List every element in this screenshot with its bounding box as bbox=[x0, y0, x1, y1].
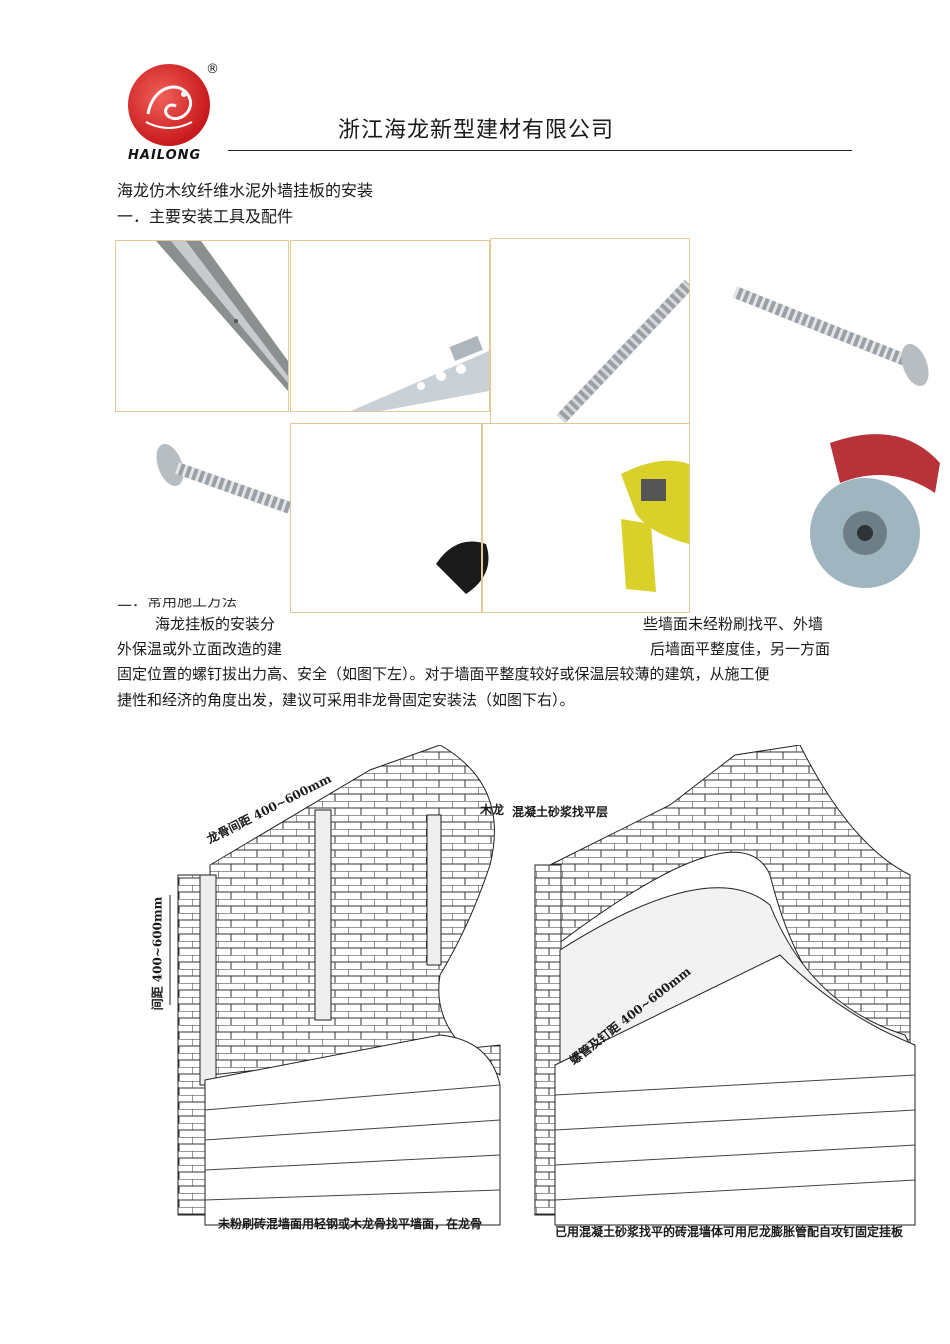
label-mortar-layer: 混凝土砂浆找平层 bbox=[512, 805, 609, 819]
document-title: 海龙仿木纹纤维水泥外墙挂板的安装 bbox=[117, 181, 374, 200]
label-wood-keel: 木龙 bbox=[480, 803, 505, 817]
para-line2-right: 后墙面平整度佳，另一方面 bbox=[650, 640, 831, 658]
photo-drill-panel bbox=[290, 423, 690, 613]
para-line3: 固定位置的螺钉拔出力高、安全（如图下左）。对于墙面平整度较好或保温层较薄的建筑，… bbox=[117, 665, 770, 683]
caption-left-diagram: 未粉刷砖混墙面用轻钢或木龙骨找平墙面，在龙骨 bbox=[218, 1217, 483, 1231]
para-line1-right: 些墙面未经粉刷找平、外墙 bbox=[643, 615, 824, 633]
company-name: 浙江海龙新型建材有限公司 bbox=[338, 118, 615, 143]
photo-screw-1 bbox=[490, 238, 690, 425]
photo-screw-3 bbox=[115, 423, 290, 593]
caption-right-diagram: 已用混凝土砂浆找平的砖混墙体可用尼龙膨胀管配自攻钉固定挂板 bbox=[555, 1225, 904, 1239]
para-line2-left: 外保温或外立面改造的建 bbox=[117, 640, 283, 658]
dragon-emblem-icon bbox=[128, 64, 210, 146]
registered-mark: ® bbox=[206, 62, 219, 77]
photo-cutting-saw bbox=[690, 423, 948, 593]
logo-wordmark: HAILONG bbox=[128, 148, 202, 163]
para-line4: 捷性和经济的角度出发，建议可采用非龙骨固定安装法（如图下右）。 bbox=[117, 691, 575, 709]
para-line1-left: 海龙挂板的安装分 bbox=[155, 615, 276, 633]
section-heading-tools: 一．主要安装工具及配件 bbox=[117, 207, 294, 226]
company-logo: ® HAILONG bbox=[118, 62, 226, 163]
label-vertical-spacing: 间距 400~600mm bbox=[150, 896, 165, 1011]
photo-screw-2 bbox=[690, 240, 948, 420]
section-heading-methods: 二．常用施工方法 bbox=[117, 592, 238, 610]
photo-keel-strip bbox=[115, 240, 289, 412]
photo-metal-connector bbox=[290, 240, 490, 412]
diagram-direct-installation: 混凝土砂浆找平层 螺管及钉距 400~600mm 已用混凝土砂浆找平的砖混墙体可… bbox=[510, 744, 948, 1245]
diagram-keel-installation: 龙骨间距 400~600mm 木龙 间距 400~600mm 未粉刷砖混墙面用轻… bbox=[140, 744, 505, 1245]
header-divider bbox=[228, 150, 852, 151]
